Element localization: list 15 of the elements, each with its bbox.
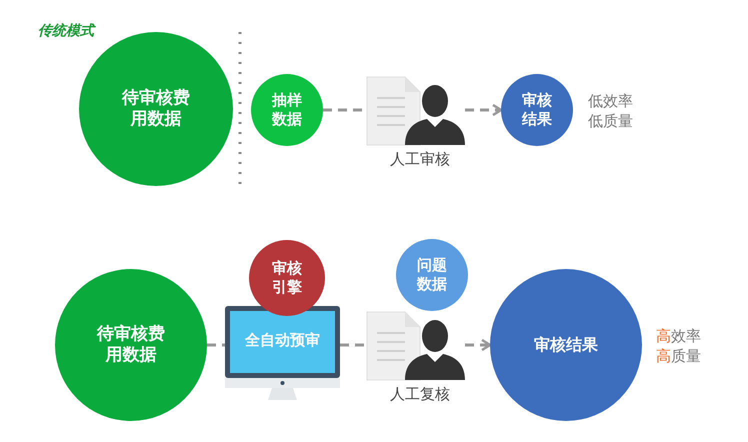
circle-node: 审核引擎 bbox=[249, 240, 325, 316]
note-text: 高质量 bbox=[656, 347, 701, 366]
arrow bbox=[465, 338, 492, 352]
circle-node: 审核结果 bbox=[490, 269, 642, 421]
arrow bbox=[465, 104, 502, 116]
screen-label: 全自动预审 bbox=[244, 331, 321, 350]
note-text: 低质量 bbox=[588, 112, 633, 132]
note-text: 高效率 bbox=[656, 327, 701, 346]
circle-node: 待审核费用数据 bbox=[55, 269, 207, 421]
circle-node: 审核结果 bbox=[501, 74, 573, 146]
node-label: 人工复核 bbox=[390, 385, 450, 404]
circle-node: 问题数据 bbox=[396, 239, 468, 311]
note-text: 低效率 bbox=[588, 92, 633, 112]
circle-node: 抽样数据 bbox=[251, 74, 323, 146]
node-label: 人工审核 bbox=[390, 150, 450, 169]
